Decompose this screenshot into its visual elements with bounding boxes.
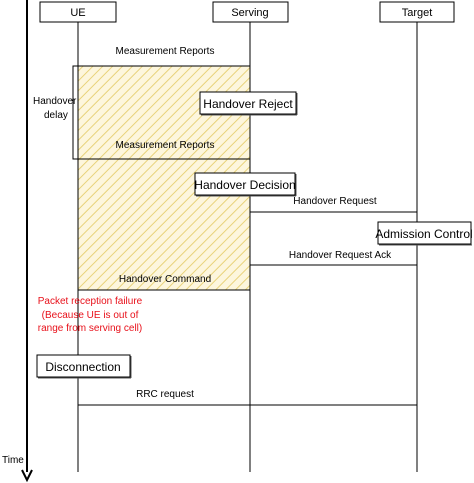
handover-request-label: Handover Request bbox=[293, 196, 377, 207]
handover-delay-label-1: Handover bbox=[33, 96, 77, 107]
handover-request-ack-label: Handover Request Ack bbox=[289, 250, 392, 261]
svg-text:Handover Decision: Handover Decision bbox=[194, 178, 295, 192]
failure-note-line-2: (Because UE is out of bbox=[42, 310, 139, 321]
svg-text:Handover Reject: Handover Reject bbox=[203, 97, 293, 111]
svg-text:Serving: Serving bbox=[231, 7, 268, 19]
svg-text:Target: Target bbox=[402, 7, 433, 19]
measurement-reports-label-2: Measurement Reports bbox=[116, 140, 215, 151]
rrc-request-label: RRC request bbox=[136, 389, 194, 400]
svg-text:UE: UE bbox=[70, 7, 85, 19]
handover-decision-box: Handover Decision bbox=[194, 172, 297, 197]
failure-note-line-1: Packet reception failure bbox=[38, 296, 143, 307]
ue-header: UE bbox=[39, 1, 117, 23]
svg-text:Disconnection: Disconnection bbox=[45, 360, 120, 374]
handover-reject-box: Handover Reject bbox=[199, 91, 298, 116]
serving-header: Serving bbox=[212, 1, 289, 23]
svg-text:Admission Control: Admission Control bbox=[375, 227, 472, 241]
time-label: Time bbox=[2, 455, 24, 466]
disconnection-box: Disconnection bbox=[36, 354, 132, 379]
handover-delay-label-2: delay bbox=[44, 110, 68, 121]
failure-note-line-3: range from serving cell) bbox=[38, 323, 142, 334]
handover-command-label: Handover Command bbox=[119, 274, 211, 285]
time-axis-arrow bbox=[21, 469, 33, 483]
admission-control-box: Admission Control bbox=[375, 221, 473, 246]
target-header: Target bbox=[379, 1, 455, 23]
handover-delay-bracket bbox=[72, 65, 80, 160]
measurement-reports-label-1: Measurement Reports bbox=[116, 46, 215, 57]
